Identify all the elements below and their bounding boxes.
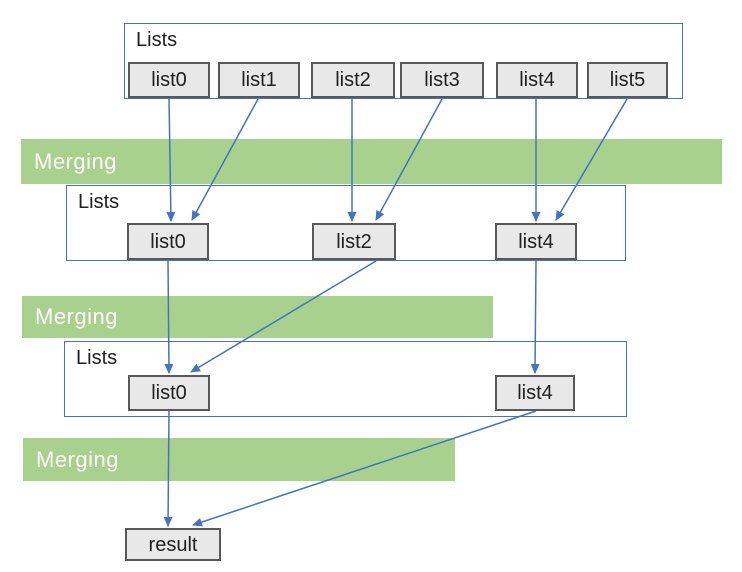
merging-bar-1: Merging <box>21 139 722 184</box>
stage3-item-list4: list4 <box>495 375 575 411</box>
stage3-item-list0: list0 <box>128 375 210 411</box>
stage2-lists-title: Lists <box>78 191 120 213</box>
stage1-lists-title: Lists <box>136 29 178 51</box>
stage2-item-list0: list0 <box>127 223 209 260</box>
stage2-item-list2: list2 <box>312 223 396 260</box>
merging-bar-2-label: Merging <box>35 304 118 329</box>
stage1-item-list2: list2 <box>311 62 395 98</box>
stage1-item-list5: list5 <box>587 62 668 98</box>
stage2-item-list4: list4 <box>495 223 577 260</box>
merging-bar-3: Merging <box>23 438 455 481</box>
stage1-item-list0: list0 <box>128 62 210 98</box>
stage1-item-list3: list3 <box>400 62 484 98</box>
stage3-lists-title: Lists <box>76 347 118 369</box>
result-box: result <box>125 528 221 561</box>
stage1-item-list1: list1 <box>218 62 300 98</box>
merging-bar-1-label: Merging <box>34 148 117 174</box>
merging-bar-2: Merging <box>22 296 493 338</box>
merging-bar-3-label: Merging <box>36 446 119 472</box>
stage1-item-list4: list4 <box>496 62 578 98</box>
